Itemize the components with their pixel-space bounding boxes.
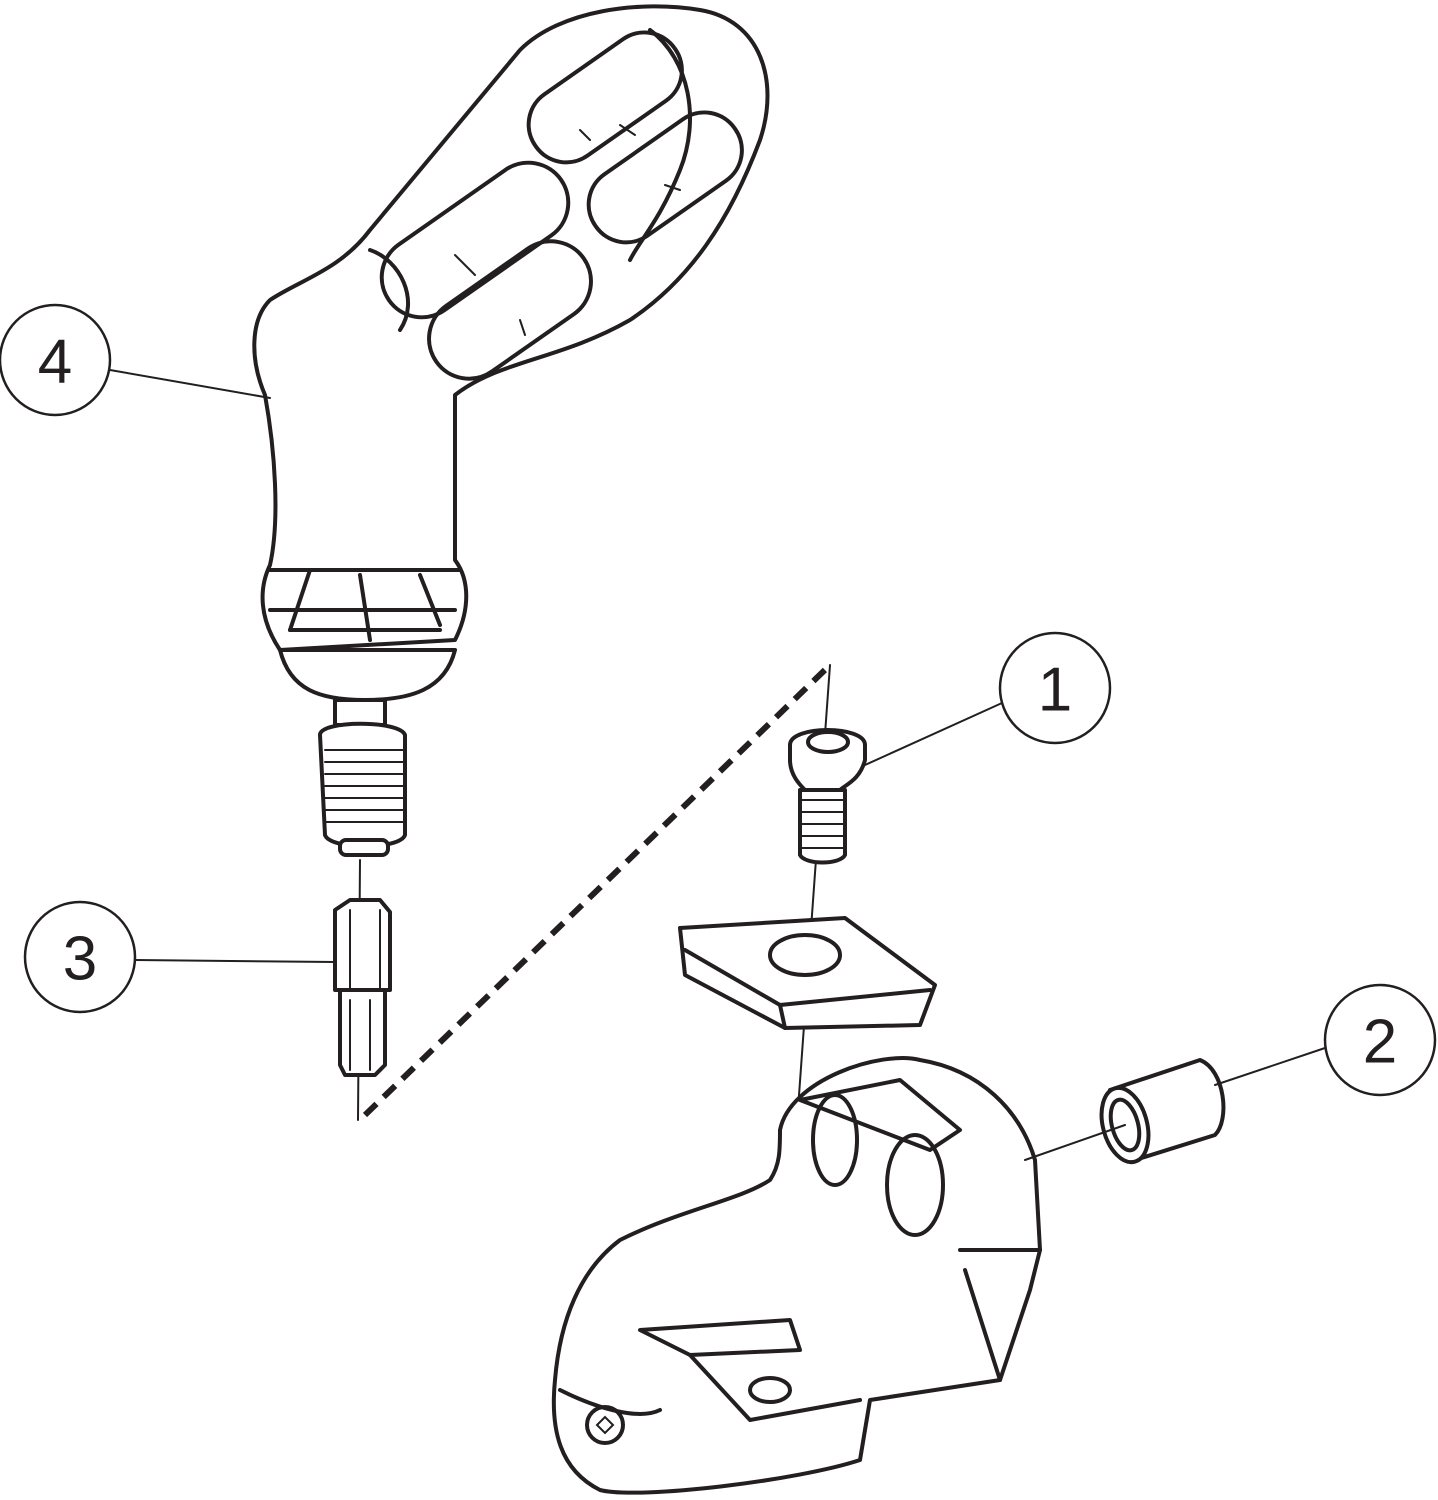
- callout-label: 4: [38, 328, 72, 397]
- insert-screw: [771, 664, 867, 1471]
- callout-2: 2: [1323, 983, 1437, 1097]
- torx-bit: [333, 859, 392, 1121]
- leader-lines: [109, 369, 1326, 1161]
- callout-1: 1: [998, 631, 1112, 745]
- assembly-dashed-line: [362, 662, 833, 1118]
- tool-holder-body: [551, 1056, 1042, 1495]
- callout-4: 4: [0, 303, 112, 417]
- torque-handle: [252, 4, 770, 857]
- callout-label: 1: [1038, 656, 1072, 725]
- callout-label: 2: [1363, 1008, 1397, 1077]
- callout-3: 3: [23, 900, 137, 1014]
- sleeve: [1099, 1058, 1226, 1165]
- cutting-insert: [678, 916, 937, 1030]
- callout-label: 3: [63, 925, 97, 994]
